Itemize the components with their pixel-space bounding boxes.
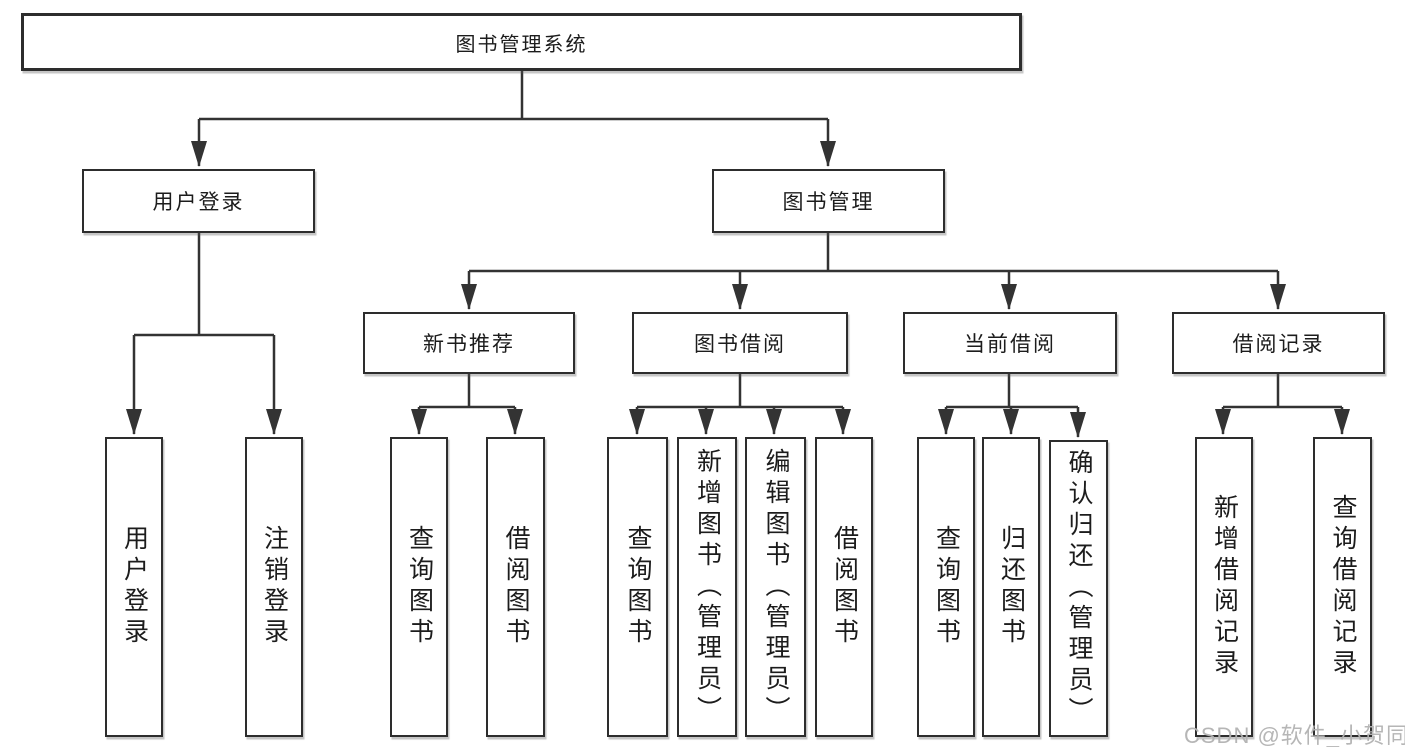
leaf-user-login: 用户登录 xyxy=(105,437,163,737)
leaf-logout: 注销登录 xyxy=(245,437,303,737)
leaf-borrow-books: 借阅图书 xyxy=(486,437,545,737)
node-book-management: 图书管理 xyxy=(712,169,945,233)
node-current-borrowing: 当前借阅 xyxy=(903,312,1117,374)
node-borrow-records: 借阅记录 xyxy=(1172,312,1385,374)
leaf-query-books-2: 查询图书 xyxy=(607,437,668,737)
leaf-query-borrow-record: 查询借阅记录 xyxy=(1313,437,1372,737)
leaf-edit-books-admin: 编辑图书（管理员） xyxy=(745,437,806,737)
leaf-borrow-books-2: 借阅图书 xyxy=(815,437,873,737)
node-new-book-recommend: 新书推荐 xyxy=(363,312,575,374)
leaf-return-books: 归还图书 xyxy=(982,437,1040,737)
csdn-watermark: CSDN @软件_小贺同学 xyxy=(1184,723,1405,747)
node-book-borrowing: 图书借阅 xyxy=(632,312,848,374)
node-root: 图书管理系统 xyxy=(21,13,1022,71)
leaf-add-books-admin: 新增图书（管理员） xyxy=(677,437,737,737)
leaf-confirm-return-admin: 确认归还（管理员） xyxy=(1049,440,1108,737)
leaf-add-borrow-record: 新增借阅记录 xyxy=(1195,437,1253,737)
node-user-login: 用户登录 xyxy=(82,169,315,233)
leaf-query-books-3: 查询图书 xyxy=(917,437,975,737)
leaf-query-books: 查询图书 xyxy=(390,437,448,737)
